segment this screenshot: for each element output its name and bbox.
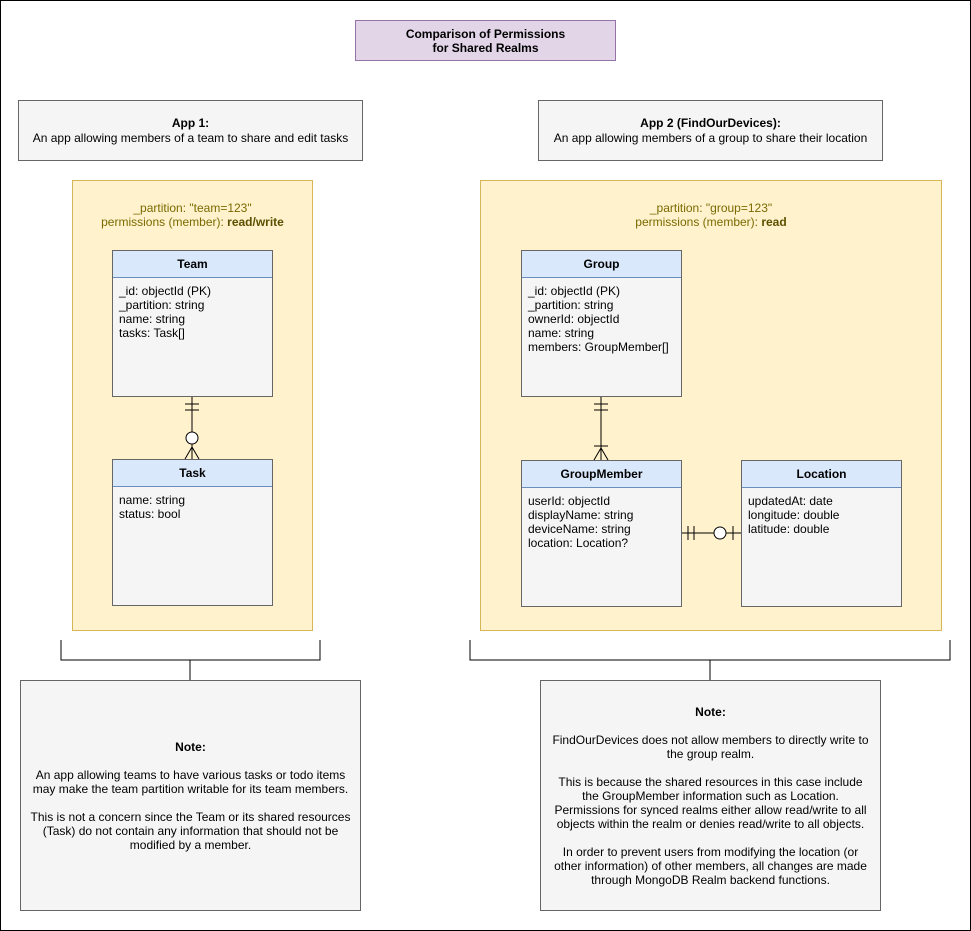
app2-note-bracket xyxy=(469,640,951,680)
entity-field: _id: objectId (PK) xyxy=(119,284,212,298)
app1-note-bracket xyxy=(60,640,321,680)
app1-realm-label: _partition: "team=123" permissions (memb… xyxy=(72,201,313,229)
entity-location-fields: updatedAt: date longitude: double latitu… xyxy=(742,488,901,542)
diagram-title: Comparison of Permissions for Shared Rea… xyxy=(355,20,616,61)
entity-field: deviceName: string xyxy=(528,522,631,536)
entity-group-fields: _id: objectId (PK) _partition: string ow… xyxy=(522,278,681,360)
entity-field: _id: objectId (PK) xyxy=(528,284,621,298)
entity-field: ownerId: objectId xyxy=(528,312,620,326)
entity-field: userId: objectId xyxy=(528,494,611,508)
app2-permissions: permissions (member): read xyxy=(480,215,942,229)
app2-heading: App 2 (FindOurDevices): xyxy=(640,115,781,130)
app1-heading: App 1: xyxy=(171,115,210,130)
entity-location-name: Location xyxy=(742,461,901,488)
entity-field: displayName: string xyxy=(528,508,634,522)
app1-permissions-prefix: permissions (member): xyxy=(101,215,228,229)
entity-field: members: GroupMember[] xyxy=(528,340,669,354)
app2-note-paragraph: FindOurDevices does not allow members to… xyxy=(552,732,869,761)
app1-permissions: permissions (member): read/write xyxy=(72,215,313,229)
team-task-relationship xyxy=(184,397,200,460)
entity-field: name: string xyxy=(528,326,595,340)
entity-task: Task name: string status: bool xyxy=(112,459,273,606)
app1-note-title: Note: xyxy=(175,739,206,754)
app1-description: An app allowing members of a team to sha… xyxy=(32,130,349,145)
entity-task-name: Task xyxy=(113,460,272,487)
app1-permissions-value: read/write xyxy=(227,215,284,229)
app2-permissions-prefix: permissions (member): xyxy=(635,215,762,229)
app2-note-paragraph: This is because the shared resources in … xyxy=(554,774,867,831)
entity-field: location: Location? xyxy=(528,536,629,550)
entity-group-name: Group xyxy=(522,251,681,278)
app1-note-paragraph: This is not a concern since the Team or … xyxy=(30,809,351,852)
entity-location: Location updatedAt: date longitude: doub… xyxy=(741,460,902,607)
title-line-1: Comparison of Permissions xyxy=(405,26,566,41)
app2-note: Note: FindOurDevices does not allow memb… xyxy=(540,680,881,911)
entity-field: name: string xyxy=(119,493,186,507)
app1-partition: _partition: "team=123" xyxy=(133,201,252,215)
app2-header: App 2 (FindOurDevices): An app allowing … xyxy=(538,100,883,161)
entity-team-fields: _id: objectId (PK) _partition: string na… xyxy=(113,278,272,346)
group-groupmember-relationship xyxy=(593,397,609,461)
entity-field: name: string xyxy=(119,312,186,326)
app2-note-title: Note: xyxy=(695,704,726,719)
entity-field: longitude: double xyxy=(748,508,840,522)
entity-field: _partition: string xyxy=(119,298,205,312)
entity-team: Team _id: objectId (PK) _partition: stri… xyxy=(112,250,273,397)
entity-groupmember-name: GroupMember xyxy=(522,461,681,488)
app2-realm-label: _partition: "group=123" permissions (mem… xyxy=(480,201,942,229)
entity-field: latitude: double xyxy=(748,522,830,536)
app2-permissions-value: read xyxy=(761,215,787,229)
app2-partition: _partition: "group=123" xyxy=(649,201,773,215)
entity-field: tasks: Task[] xyxy=(119,326,185,340)
app1-header: App 1: An app allowing members of a team… xyxy=(18,100,363,161)
entity-task-fields: name: string status: bool xyxy=(113,487,272,527)
entity-team-name: Team xyxy=(113,251,272,278)
app2-note-paragraph: In order to prevent users from modifying… xyxy=(554,844,867,887)
app2-description: An app allowing members of a group to sh… xyxy=(553,130,868,145)
entity-group: Group _id: objectId (PK) _partition: str… xyxy=(521,250,682,397)
title-line-2: for Shared Realms xyxy=(432,40,539,55)
entity-groupmember-fields: userId: objectId displayName: string dev… xyxy=(522,488,681,556)
entity-field: _partition: string xyxy=(528,298,614,312)
groupmember-location-relationship xyxy=(682,526,741,540)
app1-note: Note: An app allowing teams to have vari… xyxy=(20,680,361,911)
entity-field: updatedAt: date xyxy=(748,494,833,508)
app1-note-paragraph: An app allowing teams to have various ta… xyxy=(32,767,349,796)
entity-field: status: bool xyxy=(119,507,181,521)
entity-groupmember: GroupMember userId: objectId displayName… xyxy=(521,460,682,607)
